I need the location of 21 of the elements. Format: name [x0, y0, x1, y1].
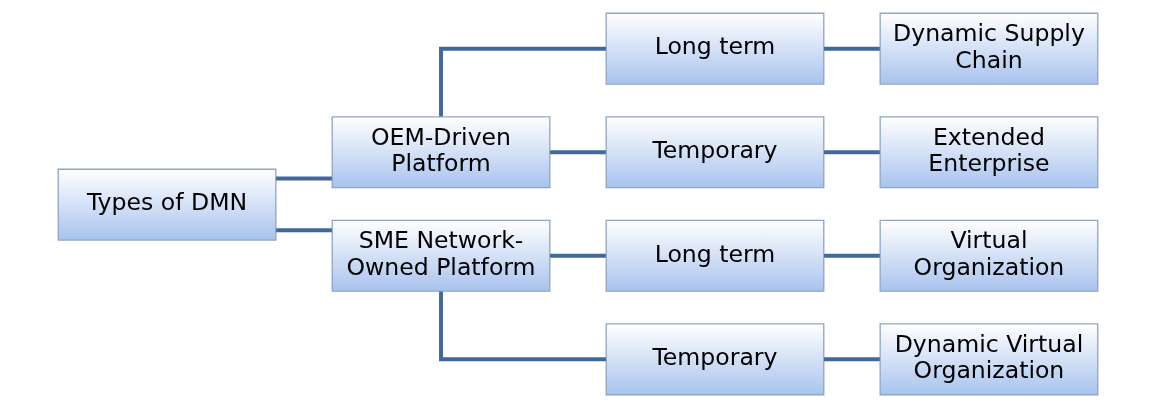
node-box: Dynamic Supply Chain — [879, 12, 1099, 85]
node-box: Temporary — [605, 323, 825, 396]
connector — [824, 46, 880, 51]
connector — [824, 253, 880, 258]
node-box: Dynamic Virtual Organization — [879, 323, 1099, 396]
connector — [439, 291, 606, 362]
node-box: Extended Enterprise — [879, 116, 1099, 189]
node-box: OEM-Driven Platform — [331, 116, 551, 189]
node-box: Long term — [605, 12, 825, 85]
connector — [550, 253, 606, 258]
connector — [824, 150, 880, 155]
connector — [276, 176, 332, 181]
node-box: Long term — [605, 219, 825, 292]
connector — [439, 46, 606, 117]
node-box: SME Network-Owned Platform — [331, 219, 551, 292]
connector — [824, 357, 880, 362]
connector — [276, 228, 332, 233]
node-box: Temporary — [605, 116, 825, 189]
connector — [550, 150, 606, 155]
node-box: Virtual Organization — [879, 219, 1099, 292]
node-box: Types of DMN — [57, 168, 277, 241]
